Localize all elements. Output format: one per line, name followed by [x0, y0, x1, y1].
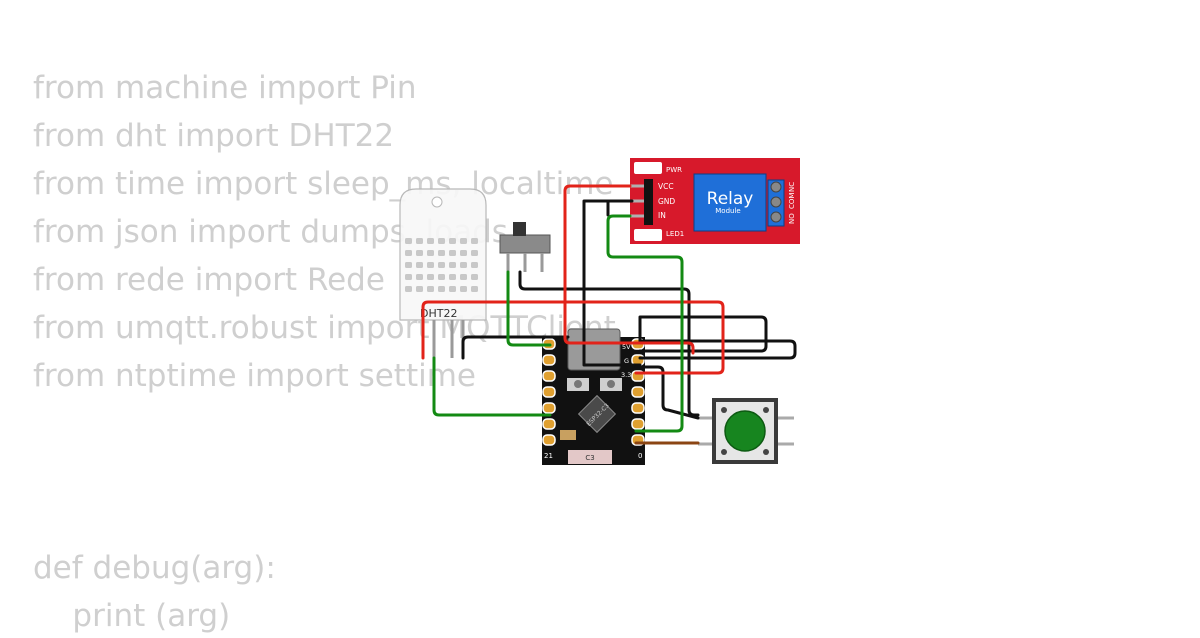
relay-nc-label: NC	[788, 182, 796, 192]
code-line: from ntptime import settime	[33, 358, 476, 394]
wire-black	[638, 339, 797, 360]
code-line: from dht import DHT22	[33, 118, 395, 154]
wire-green	[606, 214, 684, 433]
esp32-c3-board-icon[interactable]: ESP32-C3 C3 5V G 3.3 21 0	[542, 328, 645, 465]
code-line: from time import sleep_ms, localtime	[33, 166, 614, 202]
wire-red	[421, 300, 725, 375]
dht22-label: DHT22	[420, 307, 457, 320]
pin-21-label: 21	[544, 452, 553, 460]
wire-black	[638, 315, 768, 353]
relay-in-label: IN	[658, 211, 666, 220]
wire-black	[461, 335, 570, 360]
fuse-label: C3	[585, 454, 594, 462]
code-line: from rede import Rede	[33, 262, 385, 298]
pin-0-label: 0	[638, 452, 642, 460]
relay-vcc-label: VCC	[658, 182, 674, 191]
slide-switch-icon[interactable]	[499, 222, 551, 272]
relay-pwr-label: PWR	[666, 166, 682, 174]
relay-no-label: NO	[788, 213, 796, 224]
relay-subtitle: Module	[715, 207, 740, 215]
code-line: from machine import Pin	[33, 70, 417, 106]
pin-5v-label: 5V	[622, 343, 631, 351]
relay-com-label: COM	[788, 193, 796, 209]
wire-black	[634, 365, 700, 420]
wire-black	[606, 199, 634, 217]
relay-module-icon[interactable]: PWR LED1 VCC GND IN Relay Module NO COM …	[630, 158, 800, 244]
pushbutton-icon[interactable]	[698, 398, 794, 464]
code-line: def debug(arg):	[33, 550, 276, 586]
relay-title: Relay	[707, 189, 754, 209]
pin-g-label: G	[624, 357, 629, 365]
relay-led-label: LED1	[666, 230, 684, 238]
wire-red	[563, 184, 695, 355]
dht22-sensor-icon[interactable]: DHT22	[399, 188, 487, 358]
code-line: print (arg)	[33, 598, 231, 634]
relay-gnd-label: GND	[658, 197, 675, 206]
pin-33-label: 3.3	[621, 371, 631, 379]
wire-black	[582, 199, 642, 367]
code-line: from json import dumps, loads	[33, 214, 508, 250]
wire-green	[432, 356, 552, 417]
wire-black	[518, 270, 700, 417]
wire-green	[506, 270, 552, 347]
